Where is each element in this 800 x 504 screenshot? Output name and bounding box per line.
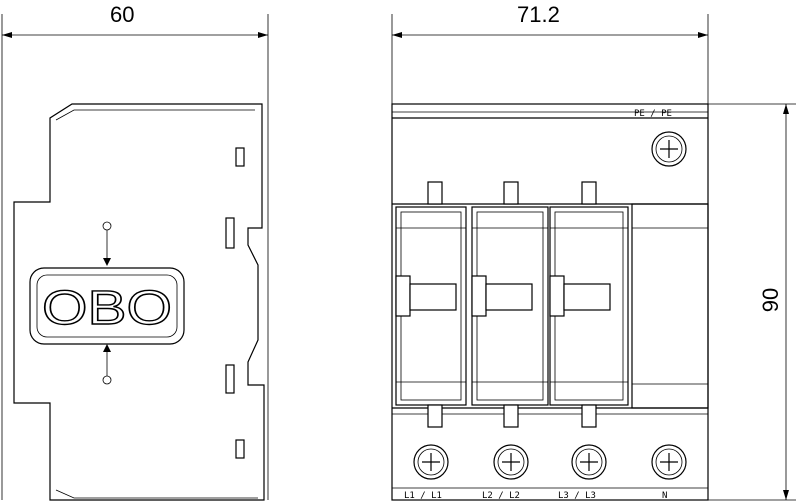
terminal-label-2: L2 / L2 <box>482 491 520 501</box>
protection-module-1[interactable] <box>395 181 467 428</box>
side-width-label: 60 <box>110 2 134 27</box>
arrow-up-icon <box>102 344 112 385</box>
dimension-height: 90 <box>708 103 796 501</box>
slot-lower <box>225 364 235 394</box>
front-view: PE / PE <box>391 103 709 501</box>
dimension-front-width: 71.2 <box>391 2 709 104</box>
terminal-label-4: N <box>662 491 667 501</box>
screw-icon <box>571 444 607 480</box>
logo-plate <box>29 267 185 345</box>
arrow-down-icon <box>102 221 112 266</box>
screw-icon <box>651 131 687 167</box>
pe-terminal-label: PE / PE <box>634 109 672 119</box>
side-view: OBO <box>13 103 265 501</box>
protection-module-3[interactable] <box>549 181 629 428</box>
screw-icon <box>493 444 529 480</box>
dimension-side-width: 60 <box>1 2 269 500</box>
screw-icon <box>413 444 449 480</box>
neutral-module <box>631 203 709 409</box>
front-width-label: 71.2 <box>517 2 560 27</box>
terminal-label-1: L1 / L1 <box>404 491 442 501</box>
terminal-label-3: L3 / L3 <box>558 491 596 501</box>
slot-upper <box>225 217 235 249</box>
slot-bottom <box>235 439 245 459</box>
screw-icon <box>651 444 687 480</box>
obo-logo: OBO <box>42 282 172 335</box>
height-label: 90 <box>758 288 783 312</box>
protection-module-2[interactable] <box>471 181 549 428</box>
slot-top <box>235 147 245 167</box>
